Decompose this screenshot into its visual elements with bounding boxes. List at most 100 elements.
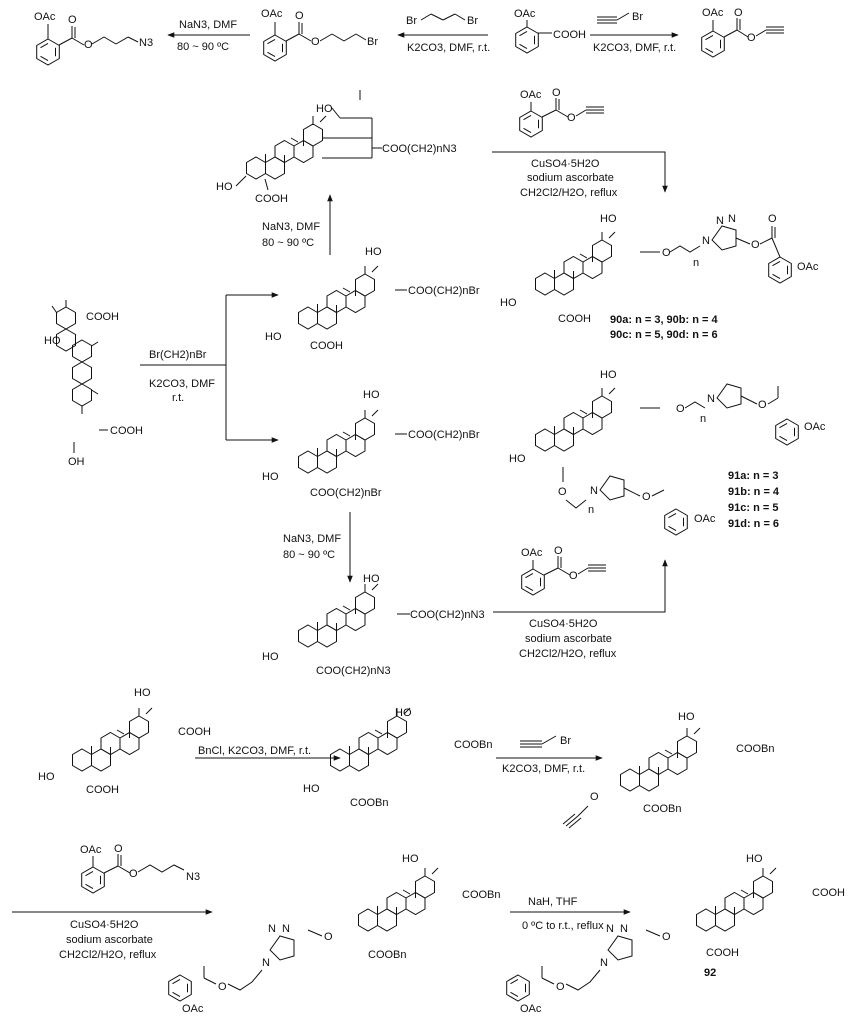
o-label: O: [590, 791, 599, 803]
oac-label: OAc: [702, 7, 724, 19]
ho-label: HO: [262, 471, 279, 483]
carbonyl-o-label: O: [734, 7, 743, 19]
oac-label: OAc: [521, 547, 543, 559]
ho-label: HO: [509, 453, 526, 465]
diazido-triterpene: HO COO(CH2)nN3 HO COO(CH2)nN3: [262, 573, 485, 677]
ho-label: HO: [395, 707, 412, 719]
coobn-label: COOBn: [368, 949, 407, 961]
cooh-label: COOH: [706, 947, 739, 959]
compound-91-structure: HO HO O n N O OAc O n N O OAc: [509, 369, 826, 536]
coobn-label: COOBn: [643, 803, 682, 815]
ester-label: COO(CH2)nN3: [316, 665, 391, 677]
arrow-step-bncl: BnCl, K2CO3, DMF, r.t.: [195, 745, 341, 761]
azide-label: N3: [186, 871, 200, 883]
n-label: N: [268, 923, 276, 935]
cond-temp: 80 ~ 90 ºC: [283, 549, 335, 561]
ester-label: COO(CH2)nBr: [310, 487, 382, 499]
n-label: N: [716, 215, 724, 227]
oac-label: OAc: [261, 8, 283, 20]
ho-label: HO: [600, 369, 617, 381]
br-label: Br: [367, 36, 378, 48]
n-label: N: [702, 235, 710, 247]
arrow-step-nan3-down: NaN3, DMF 80 ~ 90 ºC: [283, 512, 353, 583]
ho-label: HO: [365, 246, 382, 258]
propargyl-ester-reagent-lower: OAc O O: [521, 545, 606, 596]
n-sub-label: n: [700, 413, 706, 425]
ester-label: COO(CH2)nBr: [408, 285, 480, 297]
ho-label: HO: [44, 335, 61, 347]
propargyl-ester-top-right: OAc O O: [701, 7, 784, 58]
n-sub-label: n: [693, 257, 699, 269]
triazole-benzyl-ester-bottom: HO COOBn COOBn O N N N O OAc: [168, 853, 501, 1015]
ho-label: HO: [678, 711, 695, 723]
ho-label: HO: [262, 651, 279, 663]
carbonyl-o-label: O: [554, 545, 563, 557]
oac-label: OAc: [34, 11, 56, 23]
o-label: O: [676, 403, 685, 415]
br-label: Br: [560, 735, 571, 747]
compound-90-label-1: 90a: n = 3, 90b: n = 4: [610, 314, 718, 326]
propargyl-ester-reagent-upper: OAc O O: [519, 87, 604, 138]
ho-label: HO: [600, 213, 617, 225]
compound-91c-label: 91c: n = 5: [728, 502, 778, 514]
cond-ascorbate: sodium ascorbate: [525, 633, 612, 645]
oh-label: OH: [68, 456, 85, 468]
cond-solvent: CH2Cl2/H2O, reflux: [519, 648, 617, 660]
coobn-label: COOBn: [350, 797, 389, 809]
cond-cuso4: CuSO4·5H2O: [529, 618, 598, 630]
ho-label: HO: [216, 181, 233, 193]
ho-label: HO: [746, 853, 763, 865]
ester-o-label: O: [311, 36, 320, 48]
cooh-label: COOH: [86, 784, 119, 796]
oac-label: OAc: [520, 1003, 542, 1015]
cond-k2co3: K2CO3, DMF, r.t.: [407, 42, 490, 54]
compound-91d-label: 91d: n = 6: [728, 518, 779, 530]
n-label: N: [282, 923, 290, 935]
coobn-label: COOBn: [736, 743, 775, 755]
cond-ascorbate: sodium ascorbate: [527, 172, 614, 184]
br-label: Br: [467, 15, 478, 27]
ho-label: HO: [402, 853, 419, 865]
cond-solvent: CH2Cl2/H2O, reflux: [520, 187, 618, 199]
cond-temp: 80 ~ 90 ºC: [177, 41, 229, 53]
dibromoalkyl-triterpene: HO COO(CH2)nBr HO COO(CH2)nBr: [262, 389, 480, 499]
compound-92-label: 92: [704, 967, 716, 979]
n-label: N: [728, 213, 736, 225]
carbonyl-o-label: O: [295, 10, 304, 22]
cooh-label: COOH: [178, 726, 211, 738]
coobn-label: COOBn: [462, 889, 501, 901]
o-label: O: [758, 399, 767, 411]
benzyl-ester-row3: HO COOBn HO COOBn: [303, 707, 493, 809]
cond-nah: NaH, THF: [528, 896, 578, 908]
o-label: O: [751, 239, 760, 251]
cond-temp: 80 ~ 90 ºC: [262, 237, 314, 249]
cond-temp2: 0 ºC to r.t., reflux: [522, 920, 604, 932]
arrow-step-dibromoalkane: Br(CH2)nBr K2CO3, DMF r.t.: [140, 292, 279, 443]
arrow-step-nan3-up: NaN3, DMF 80 ~ 90 ºC: [262, 194, 333, 255]
ho-label: HO: [363, 573, 380, 585]
o-label: O: [662, 247, 671, 259]
cond-rt: r.t.: [172, 392, 184, 404]
ho-label: HO: [38, 771, 55, 783]
carbonyl-o-label: O: [114, 843, 123, 855]
cond-nan3: NaN3, DMF: [283, 533, 341, 545]
ester-o-label: O: [567, 112, 576, 124]
cooh-label: COOH: [553, 29, 586, 41]
cond-k2co3: K2CO3, DMF, r.t.: [593, 42, 676, 54]
cooh-label: COOH: [812, 887, 845, 899]
arrow-step-click-bottom: CuSO4·5H2O sodium ascorbate CH2Cl2/H2O, …: [12, 909, 213, 961]
oac-label: OAc: [797, 261, 819, 273]
cond-nan3: NaN3, DMF: [262, 221, 320, 233]
carbonyl-o-label: O: [68, 14, 77, 26]
cond-bncl: BnCl, K2CO3, DMF, r.t.: [198, 745, 311, 757]
n-label: N: [606, 923, 614, 935]
n-label: N: [590, 485, 598, 497]
compound-92-structure: HO COOH COOH O N N N O OAc: [506, 853, 845, 1015]
ester-o-label: O: [747, 32, 756, 44]
propargyl-ether-row3: HO COOBn COOBn O: [562, 711, 775, 829]
compound-91a-label: 91a: n = 3: [728, 470, 778, 482]
n-label: N: [707, 393, 715, 405]
azide-label: N3: [139, 37, 153, 49]
cooh-label: COOH: [255, 193, 288, 205]
ho-label: HO: [316, 103, 333, 115]
